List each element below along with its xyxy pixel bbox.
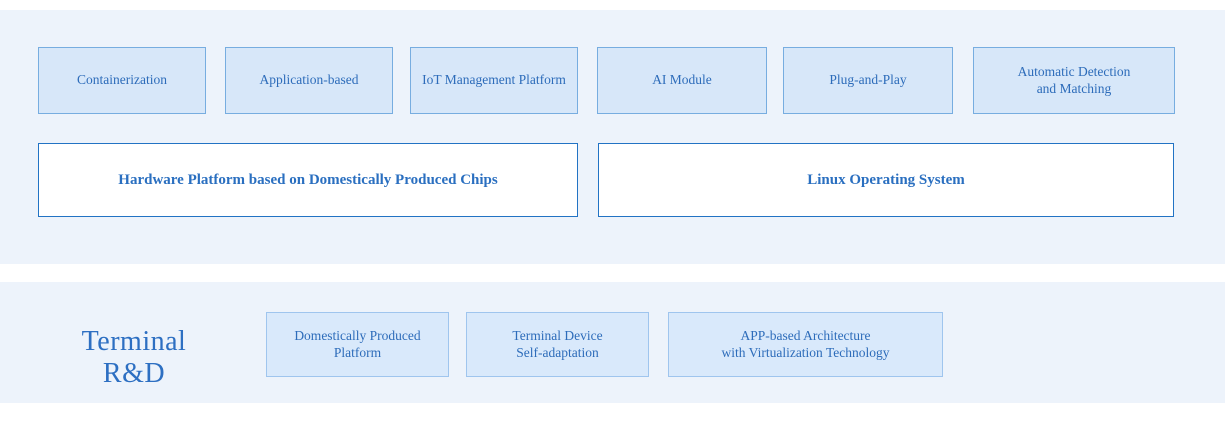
- feature-box-plug-and-play: Plug-and-Play: [783, 47, 953, 114]
- platform-box-linux-operating-system: Linux Operating System: [598, 143, 1174, 217]
- terminal-rd-title: Terminal R&D: [81, 326, 187, 389]
- feature-box-ai-module: AI Module: [597, 47, 767, 114]
- feature-box-containerization: Containerization: [38, 47, 206, 114]
- terminal-box-terminal-device-self-adaptation: Terminal Device Self-adaptation: [466, 312, 649, 377]
- feature-box-iot-management-platform: IoT Management Platform: [410, 47, 578, 114]
- platform-box-hardware-platform: Hardware Platform based on Domestically …: [38, 143, 578, 217]
- terminal-box-domestically-produced-platform: Domestically Produced Platform: [266, 312, 449, 377]
- terminal-box-app-based-architecture: APP-based Architecture with Virtualizati…: [668, 312, 943, 377]
- feature-box-application-based: Application-based: [225, 47, 393, 114]
- feature-box-automatic-detection-and-matching: Automatic Detection and Matching: [973, 47, 1175, 114]
